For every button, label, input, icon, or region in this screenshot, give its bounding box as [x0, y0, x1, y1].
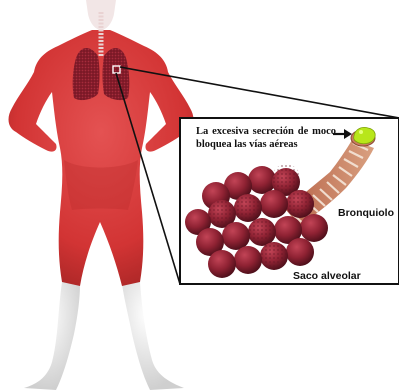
human-figure [9, 0, 194, 390]
alveolus [234, 246, 262, 274]
alveolar-sac-label: Saco alveolar [293, 270, 361, 282]
left-leg [24, 282, 80, 390]
head [86, 0, 116, 30]
hip-shadow [64, 160, 138, 210]
alveolus [248, 166, 276, 194]
alveolus [248, 218, 276, 246]
alveolus [272, 164, 300, 192]
annotation-text: La excesiva secreción de moco bloquea la… [196, 125, 336, 151]
alveolus [208, 250, 236, 278]
alveolus [286, 238, 314, 266]
alveolus [208, 200, 236, 228]
alveolus [234, 194, 262, 222]
mucus-plug [354, 127, 375, 143]
torso [9, 30, 194, 286]
alveolus [286, 190, 314, 218]
mucus-highlight [359, 130, 363, 134]
bronchiole-label: Bronquiolo [338, 207, 394, 219]
right-leg [122, 282, 184, 390]
alveolus [260, 242, 288, 270]
alveolus [260, 190, 288, 218]
alveolus [300, 214, 328, 242]
